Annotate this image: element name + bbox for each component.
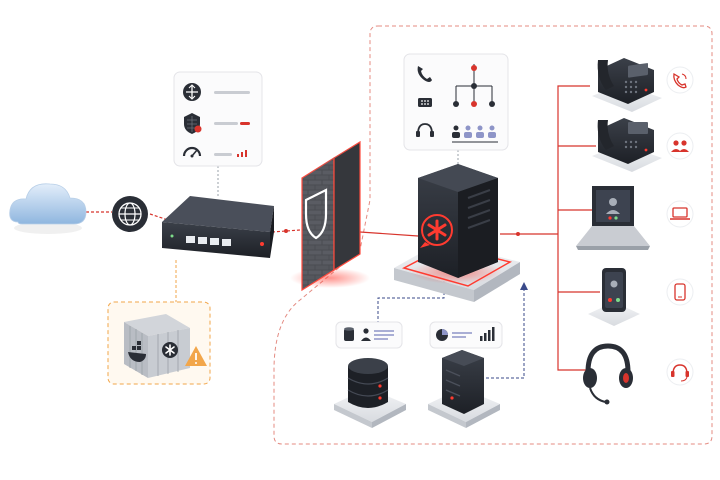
phone-call-icon [666,66,694,94]
pbx-zone-outline [273,25,713,445]
contact-card-icon [361,328,394,341]
analytics-feature-card [429,321,503,349]
laptop [576,186,650,250]
routing-bar [214,91,250,94]
globe-icon [112,196,148,232]
status-led [170,234,174,238]
vent-slots [467,189,491,229]
link-firewall-pbx [359,231,419,237]
router-device [162,196,274,258]
firewall-bar [214,122,238,125]
database-icon [344,327,354,341]
link-db-pbx [377,284,445,334]
application-server [428,350,500,428]
cloud-icon [9,183,87,234]
link-server-pbx [476,286,525,379]
bar-chart-icon [480,327,495,341]
mobile-icon [666,278,694,306]
docker-whale-icon [128,341,146,362]
status-led [378,396,382,400]
desk-phone-2 [592,118,662,172]
firewall-wall [290,140,370,292]
junction-dot [284,229,288,233]
status-led [378,384,382,388]
firewall-shield-icon [184,113,202,134]
desk-phone-1 [592,58,662,112]
docker-container [124,314,207,378]
junction-dot [516,232,520,236]
user-queue-icon [452,125,498,143]
pie-chart-icon [436,329,448,341]
ethernet-ports [186,236,231,246]
mobile-phone [588,268,640,326]
arrow-server-pbx [520,282,528,290]
headset [583,343,633,405]
laptop-icon [666,200,694,228]
signal-bars-icon [237,150,247,157]
pbx-feature-card [403,53,509,151]
headset-icon [666,358,694,386]
asterisk-icon [420,214,453,248]
gauge-bar [214,153,232,156]
status-led [260,242,264,246]
firewall-shield-icon [304,188,328,240]
database-server [334,358,406,428]
firewall-bar-accent [240,122,250,125]
routing-icon [183,83,201,101]
endpoint-bus [557,85,590,371]
status-led [644,88,648,92]
headset-icon [416,123,434,137]
dialpad-icon [418,98,432,107]
phone-handset-icon [417,66,432,82]
gateway-feature-card [173,71,263,167]
link-globe-router [149,213,169,221]
asterisk-icon [162,342,178,358]
warning-icon [185,346,207,366]
database-feature-card [335,321,403,349]
group-icon [666,132,694,160]
speed-gauge-icon [182,146,202,158]
status-led [644,148,648,152]
pbx-server [394,164,520,302]
status-led [450,396,454,400]
call-tree-icon [453,64,495,107]
